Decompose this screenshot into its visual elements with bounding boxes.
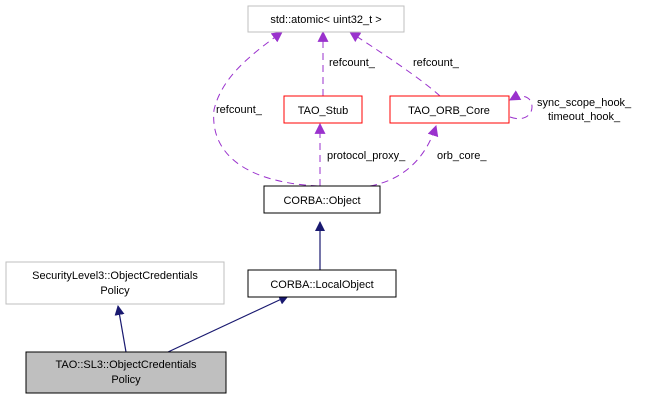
label-orb-self-timeout: timeout_hook_: [548, 111, 621, 123]
node-corba-object-label: CORBA::Object: [283, 195, 360, 207]
node-securitylevel3-policy-line1: SecurityLevel3::ObjectCredentials: [32, 270, 198, 282]
edge-object-to-atomic: [213, 31, 319, 187]
edge-labels: refcount_ refcount_ refcount_ sync_scope…: [216, 57, 632, 162]
node-corba-localobject[interactable]: CORBA::LocalObject: [247, 269, 397, 298]
edge-orb-self: [509, 90, 533, 120]
node-securitylevel3-policy-line2: Policy: [100, 285, 130, 297]
node-securitylevel3-policy[interactable]: SecurityLevel3::ObjectCredentials Policy: [5, 261, 225, 305]
node-corba-object[interactable]: CORBA::Object: [263, 185, 381, 214]
node-tao-orb-core-label: TAO_ORB_Core: [408, 105, 490, 117]
edge-taosl3-to-sl3policy: [114, 305, 127, 353]
node-corba-localobject-label: CORBA::LocalObject: [270, 279, 373, 291]
edge-orb-to-atomic: [349, 31, 441, 97]
node-tao-sl3-policy-line1: TAO::SL3::ObjectCredentials: [55, 359, 197, 371]
label-object-stub: protocol_proxy_: [327, 150, 406, 162]
label-stub-atomic: refcount_: [329, 57, 376, 69]
node-tao-stub-label: TAO_Stub: [298, 105, 349, 117]
label-orb-self-sync: sync_scope_hook_: [537, 97, 632, 109]
node-tao-stub[interactable]: TAO_Stub: [283, 95, 363, 124]
inheritance-edges: [114, 221, 325, 353]
usage-edges: [213, 30, 533, 187]
node-tao-orb-core[interactable]: TAO_ORB_Core: [389, 95, 510, 124]
node-tao-sl3-policy-line2: Policy: [111, 374, 141, 386]
edge-taosl3-to-localobject: [167, 295, 289, 353]
label-object-orb: orb_core_: [437, 150, 487, 162]
node-tao-sl3-policy[interactable]: TAO::SL3::ObjectCredentials Policy: [25, 351, 227, 394]
label-object-atomic: refcount_: [216, 104, 263, 116]
label-orb-atomic: refcount_: [413, 57, 460, 69]
node-atomic-label: std::atomic< uint32_t >: [270, 14, 381, 26]
node-atomic[interactable]: std::atomic< uint32_t >: [247, 5, 405, 33]
